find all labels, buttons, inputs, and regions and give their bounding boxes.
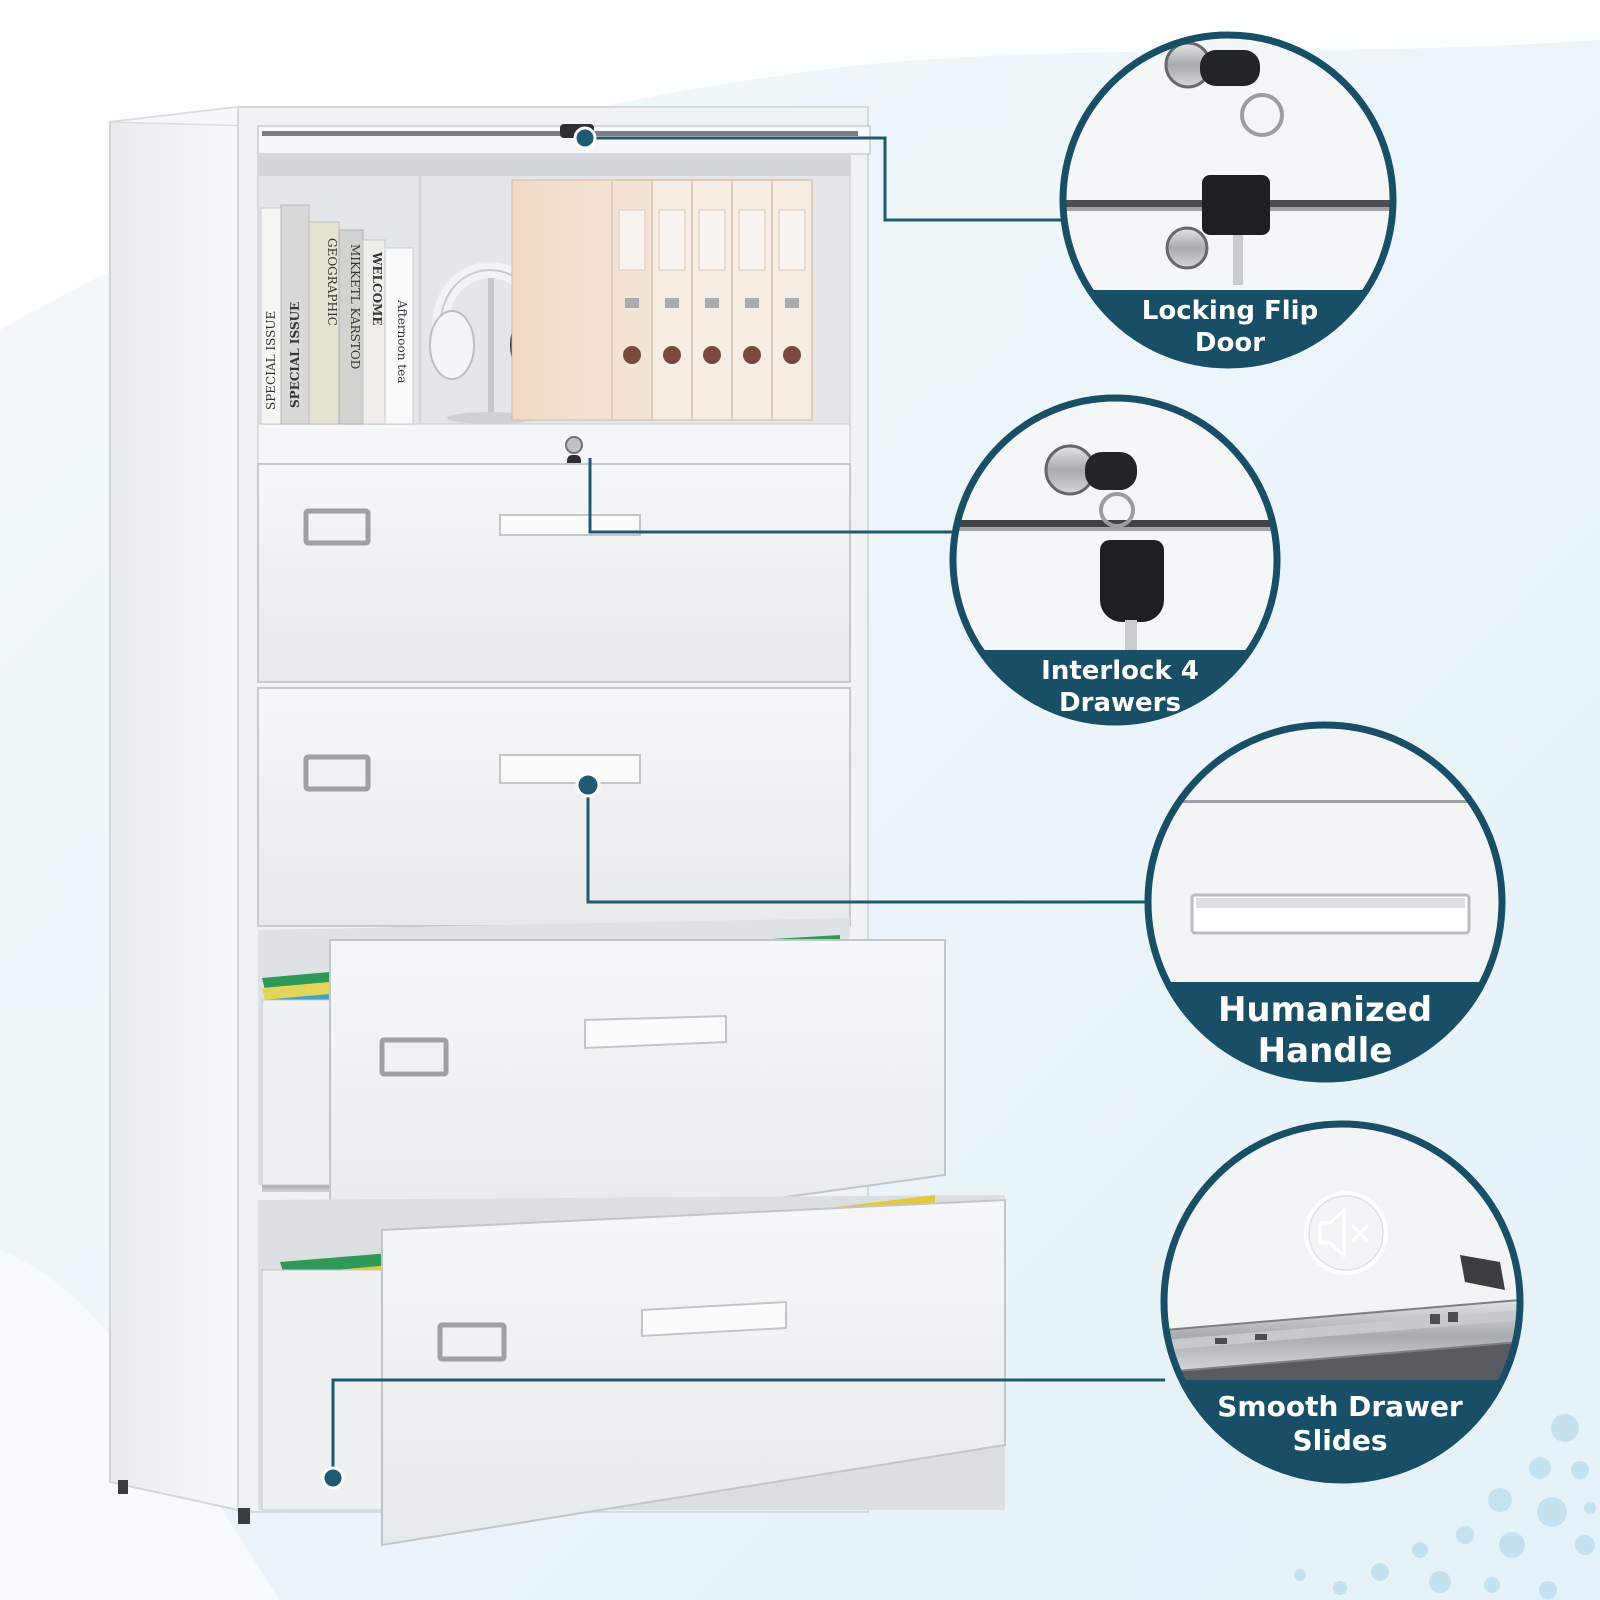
drawer-2	[257, 687, 851, 927]
svg-text:SPECIAL ISSUE: SPECIAL ISSUE	[288, 302, 302, 408]
svg-text:WELCOME: WELCOME	[370, 251, 384, 326]
svg-text:GEOGRAPHIC: GEOGRAPHIC	[325, 238, 339, 326]
callout-humanized-handle	[1144, 721, 1506, 1083]
decorative-bubbles	[1294, 1414, 1596, 1599]
drawer-4-open	[258, 1195, 1006, 1547]
svg-text:MIKKETL KARSTOD: MIKKETL KARSTOD	[348, 244, 362, 369]
file-cabinet: SPECIAL ISSUE SPECIAL ISSUE GEOGRAPHIC M…	[109, 105, 1006, 1547]
shelf-books: SPECIAL ISSUE SPECIAL ISSUE GEOGRAPHIC M…	[260, 204, 414, 425]
svg-text:Afternoon tea: Afternoon tea	[395, 299, 409, 383]
mute-speaker-icon	[1304, 1191, 1388, 1275]
drawer-1	[257, 463, 851, 683]
svg-text:SPECIAL ISSUE: SPECIAL ISSUE	[264, 311, 278, 410]
drawer-3-open	[258, 918, 946, 1262]
callout-anchor-dots	[321, 126, 601, 1490]
binders	[511, 179, 813, 421]
callout-connectors	[331, 136, 1165, 1478]
